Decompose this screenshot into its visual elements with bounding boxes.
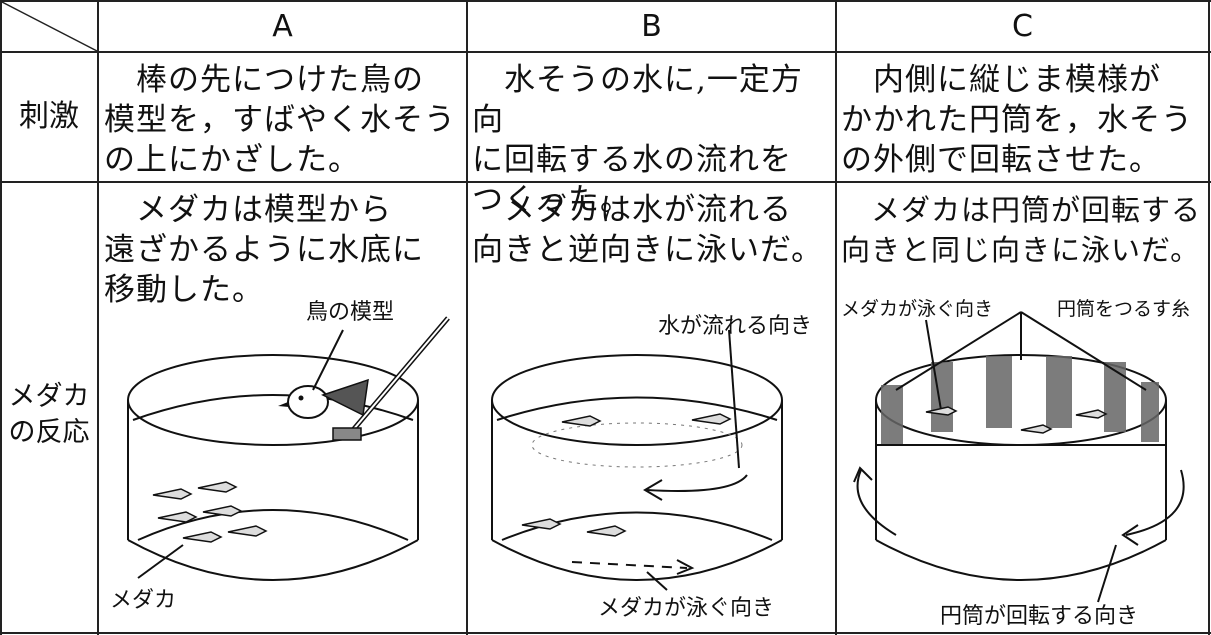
reaction-c: メダカは円筒が回転する 向きと同じ向きに泳いだ。 <box>841 193 1202 267</box>
column-header-b: B <box>641 8 662 44</box>
column-header-c: C <box>1012 8 1033 44</box>
row-label-stimulus: 刺激 <box>19 99 79 134</box>
medaka-fish-icon <box>925 406 1108 434</box>
medaka-fish-icon <box>152 481 268 543</box>
label-cylinder-string: 円筒をつるす糸 <box>1057 298 1191 320</box>
medaka-fish-icon <box>521 413 732 537</box>
label-bird-model: 鳥の模型 <box>306 300 395 325</box>
column-header-a: A <box>272 8 293 44</box>
tank-c-illustration <box>853 311 1185 603</box>
label-medaka-a: メダカ <box>110 588 177 613</box>
label-water-flow: 水が流れる向き <box>658 314 813 339</box>
tank-b-illustration <box>491 329 783 591</box>
reaction-a: メダカは模型から 遠ざかるように水底に 移動した。 <box>104 192 424 308</box>
rotation-arrow-right-icon <box>1121 524 1139 546</box>
flow-arrow-icon <box>643 479 663 501</box>
row-label-reaction: メダカ の反応 <box>8 381 90 448</box>
bird-model-icon <box>278 316 450 441</box>
label-medaka-swim-b: メダカが泳ぐ向き <box>598 596 775 621</box>
reaction-b: メダカは水が流れる 向きと逆向きに泳いだ。 <box>472 192 824 268</box>
stimulus-b: 水そうの水に,一定方向 に回転する水の流れを つくった。 <box>472 62 803 218</box>
stimulus-c: 内側に縦じま模様が かかれた円筒を，水そう の外側で回転させた。 <box>841 62 1193 178</box>
stripe-pattern <box>881 356 1159 445</box>
swim-arrow-icon <box>676 559 695 575</box>
tank-a-illustration <box>127 316 450 581</box>
label-cylinder-rotation: 円筒が回転する向き <box>940 604 1139 629</box>
stimulus-a: 棒の先につけた鳥の 模型を，すばやく水そう の上にかざした。 <box>104 62 456 178</box>
label-medaka-swim-c: メダカが泳ぐ向き <box>841 298 994 320</box>
rotation-arrow-left-icon <box>853 466 873 483</box>
